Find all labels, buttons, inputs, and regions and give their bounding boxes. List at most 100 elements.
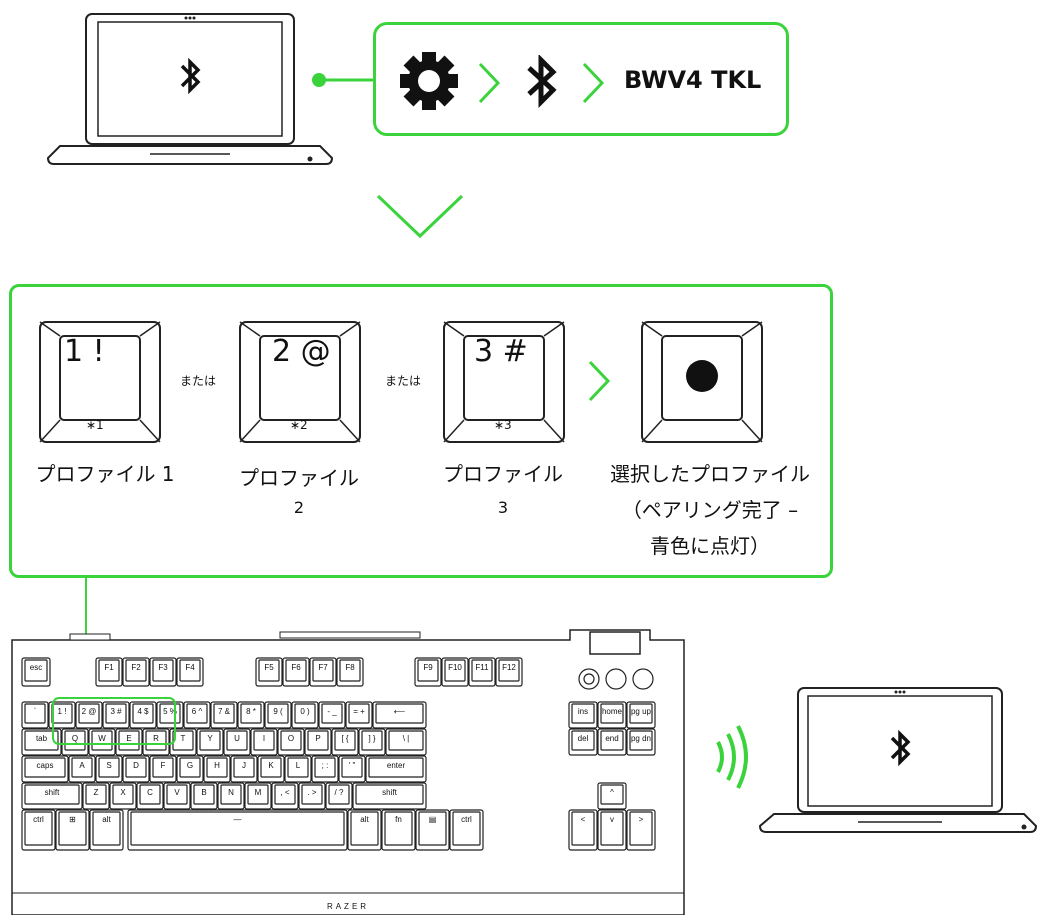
key-label: Q	[72, 734, 78, 743]
key-label: del	[578, 734, 589, 743]
key-label: F12	[502, 663, 516, 672]
key-profile-3	[443, 321, 565, 443]
key-label: \ |	[403, 734, 410, 743]
highlight-profile-keys	[52, 697, 176, 745]
key-label: caps	[37, 761, 54, 770]
wireless-signal-icon	[716, 725, 748, 789]
key-profile-2	[239, 321, 361, 443]
keycap-top	[267, 703, 289, 724]
caption-profile-3-num: 3	[497, 498, 509, 517]
key-label: F3	[158, 663, 168, 672]
key-label: 2 @	[82, 707, 97, 716]
key-label: / ?	[335, 788, 344, 797]
keycap-top	[328, 784, 350, 805]
keycap-top	[339, 659, 361, 682]
key-label: shift	[45, 788, 60, 797]
key-label: ins	[578, 707, 588, 716]
keycap-top	[145, 730, 167, 751]
keycap-top	[258, 659, 280, 682]
key-label: ⊞	[69, 815, 76, 824]
keycap-top	[280, 730, 302, 751]
keycap-top	[64, 730, 86, 751]
key-label: . >	[307, 788, 316, 797]
key-label: `	[34, 707, 37, 716]
keycap-top	[600, 784, 624, 805]
key-label: F	[161, 761, 166, 770]
key-label: v	[610, 815, 614, 824]
keycap-top	[388, 730, 424, 751]
keycap-top	[152, 659, 174, 682]
key-profile-1	[39, 321, 161, 443]
keycap-top	[233, 757, 255, 778]
gear-icon	[400, 52, 458, 110]
key-label: pg up	[631, 707, 652, 716]
chevron-right-icon	[582, 62, 605, 104]
key-selected-indicator	[641, 321, 763, 443]
key-label: shift	[382, 788, 397, 797]
key-label: 8 *	[246, 707, 256, 716]
key-label: 3 #	[110, 707, 122, 716]
chevron-right-icon	[588, 360, 611, 402]
keycap-top	[186, 703, 208, 724]
keycap-top	[384, 811, 413, 846]
key-label: W	[98, 734, 106, 743]
keycap-top	[24, 757, 66, 778]
key-label: D	[133, 761, 139, 770]
keycap-top	[498, 659, 520, 682]
keycap-top	[260, 757, 282, 778]
key-label: [ {	[341, 734, 348, 743]
keycap-top	[132, 703, 154, 724]
caption-profile-3: プロファイル	[443, 462, 563, 486]
key-label: M	[255, 788, 262, 797]
keycap-top	[294, 703, 316, 724]
keycap-top	[98, 757, 120, 778]
key-label: ctrl	[461, 815, 472, 824]
keycap-top	[375, 703, 424, 724]
keycap-top	[274, 784, 296, 805]
key-label: ] }	[368, 734, 375, 743]
keycap-top	[226, 730, 248, 751]
keycap-top	[193, 784, 215, 805]
chevron-right-icon	[478, 62, 501, 104]
bluetooth-icon	[890, 729, 911, 767]
key-label: O	[288, 734, 294, 743]
keycap-top	[629, 811, 653, 846]
settings-box	[373, 22, 789, 136]
keycap-top	[152, 757, 174, 778]
keycap-top	[24, 784, 80, 805]
keycap-top	[78, 703, 100, 724]
key-label: T	[181, 734, 186, 743]
keycap-top	[307, 730, 329, 751]
key-label: ⟵	[394, 707, 406, 716]
key-label: F10	[448, 663, 462, 672]
key-label: K	[268, 761, 274, 770]
key-label: ' "	[349, 761, 356, 770]
key-label: E	[126, 734, 131, 743]
key-label: tab	[36, 734, 48, 743]
profiles-box	[9, 284, 833, 578]
keycap-top	[600, 703, 624, 724]
key-label: enter	[387, 761, 406, 770]
device-name: BWV4 TKL	[624, 66, 762, 94]
key-label: F7	[318, 663, 328, 672]
key-label: end	[605, 734, 618, 743]
key-label: J	[242, 761, 246, 770]
key-label: 5 %	[163, 707, 177, 716]
key-label: C	[147, 788, 153, 797]
key-label: Y	[207, 734, 213, 743]
key-label: F2	[131, 663, 141, 672]
keycap-top	[361, 730, 383, 751]
chevron-down-icon	[376, 194, 464, 239]
keycap-top	[341, 757, 363, 778]
key-label: 7 &	[218, 707, 231, 716]
keycap-top	[350, 811, 379, 846]
keycap-top	[321, 703, 343, 724]
key-label-sub: ∗1	[86, 418, 104, 432]
key-label-main: 3 #	[474, 334, 528, 369]
caption-selected-2: （ペアリング完了 –	[621, 498, 799, 522]
key-label: —	[234, 815, 242, 824]
keycap-top	[91, 730, 113, 751]
key-label: alt	[102, 815, 111, 824]
keycap-top	[139, 784, 161, 805]
keycap-top	[452, 811, 481, 846]
